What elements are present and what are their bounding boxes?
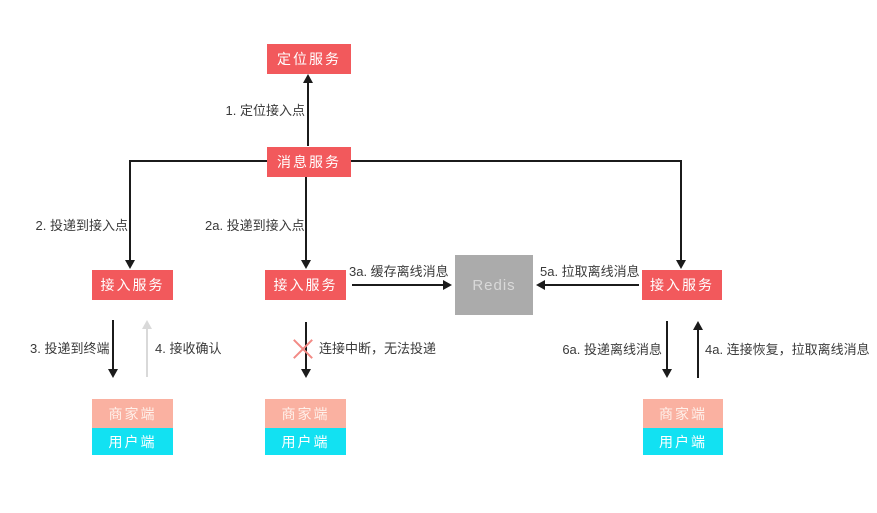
- edge-label-deliver-to-access-point: 2. 投递到接入点: [35, 218, 128, 233]
- node-positioning-service: 定位服务: [267, 44, 351, 74]
- node-access-service-mid: 接入服务: [265, 270, 346, 300]
- arrowhead-left-icon: [536, 280, 545, 290]
- arrowhead-up-icon: [303, 74, 313, 83]
- edge-label-reconnect-pull: 4a. 连接恢复，拉取离线消息: [705, 342, 870, 357]
- edge-label-locate-access-point: 1. 定位接入点: [225, 103, 305, 118]
- arrowhead-down-icon: [108, 369, 118, 378]
- node-access-service-right: 接入服务: [642, 270, 722, 300]
- edge-label-pull-offline: 5a. 拉取离线消息: [540, 264, 640, 279]
- arrowhead-down-icon: [662, 369, 672, 378]
- edge-label-deliver-to-terminal: 3. 投递到终端: [30, 341, 110, 356]
- node-user-right: 用户端: [643, 428, 723, 455]
- node-user-mid: 用户端: [265, 428, 346, 455]
- arrow-line-right-pull: [697, 330, 699, 378]
- node-access-service-left: 接入服务: [92, 270, 173, 300]
- edge-label-disconnected: 连接中断，无法投递: [319, 341, 437, 356]
- arrowhead-down-icon: [301, 369, 311, 378]
- edge-label-deliver-offline: 6a. 投递离线消息: [562, 342, 662, 357]
- arrow-line-branch-left: [129, 160, 131, 260]
- node-merchant-right: 商家端: [643, 399, 723, 428]
- node-redis: Redis: [455, 255, 533, 315]
- arrow-line-left-ack: [146, 329, 148, 377]
- edge-label-deliver-to-access-point-2a: 2a. 投递到接入点: [205, 218, 305, 233]
- node-merchant-mid: 商家端: [265, 399, 346, 428]
- node-merchant-left: 商家端: [92, 399, 173, 428]
- node-message-service: 消息服务: [267, 147, 351, 177]
- arrowhead-down-icon: [125, 260, 135, 269]
- arrow-line-mid-to-redis: [352, 284, 443, 286]
- arrowhead-up-faded-icon: [142, 320, 152, 329]
- arrow-line-msg-to-positioning: [307, 83, 309, 146]
- arrow-line-branch-right: [680, 160, 682, 260]
- distributor-line: [130, 160, 681, 162]
- arrow-line-right-deliver: [666, 321, 668, 369]
- arrowhead-down-icon: [301, 260, 311, 269]
- arrow-line-branch-mid: [305, 177, 307, 260]
- arrowhead-down-icon: [676, 260, 686, 269]
- edge-label-receive-ack: 4. 接收确认: [155, 341, 222, 356]
- arrow-line-right-to-redis: [545, 284, 639, 286]
- arrowhead-up-icon: [693, 321, 703, 330]
- arrow-line-left-deliver: [112, 320, 114, 369]
- node-user-left: 用户端: [92, 428, 173, 455]
- edge-label-cache-offline: 3a. 缓存离线消息: [349, 264, 449, 279]
- arrowhead-right-icon: [443, 280, 452, 290]
- disconnect-cross-icon: [292, 338, 314, 360]
